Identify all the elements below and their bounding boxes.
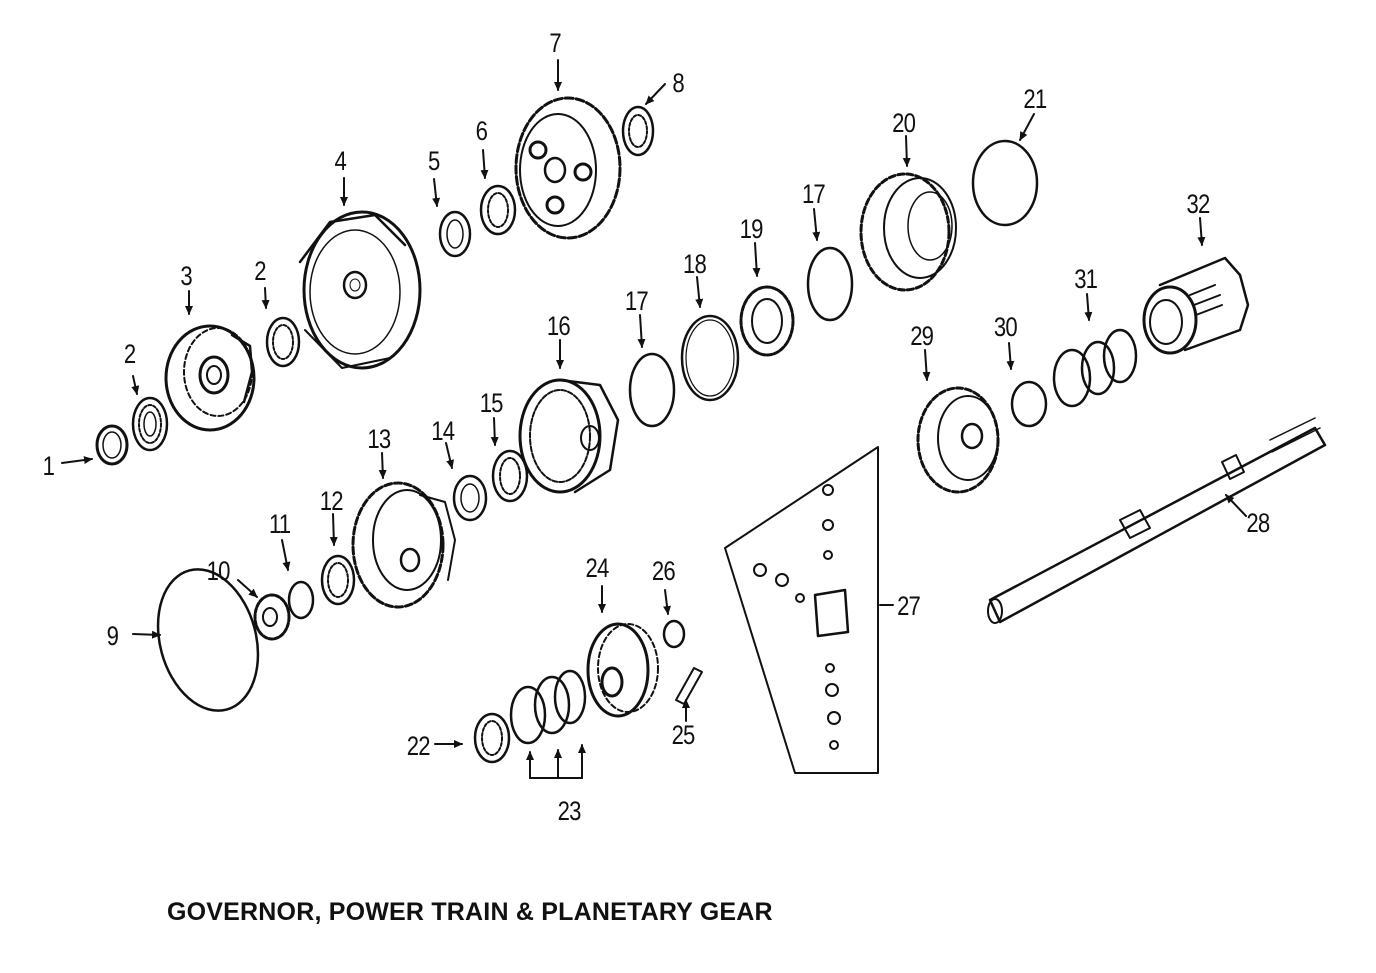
callout-2b: 2 <box>254 257 266 287</box>
callout-28: 28 <box>1246 509 1269 539</box>
callout-24: 24 <box>585 554 608 584</box>
part-22-thrust-bearing <box>473 712 511 764</box>
callout-23: 23 <box>558 797 581 827</box>
diagram-caption: GOVERNOR, POWER TRAIN & PLANETARY GEAR <box>167 898 773 926</box>
callout-26: 26 <box>652 557 675 587</box>
part-28-output-shaft <box>987 417 1327 624</box>
callout-30: 30 <box>994 313 1017 343</box>
callout-17a: 17 <box>625 287 648 317</box>
part-30-ring <box>1010 380 1048 428</box>
callout-5: 5 <box>428 147 440 177</box>
part-29-gear <box>916 386 1000 494</box>
part-24-gear <box>586 622 659 718</box>
part-9-large-snap-ring <box>156 568 260 712</box>
callout-8: 8 <box>672 69 684 99</box>
callout-14: 14 <box>431 417 454 447</box>
part-2-thrust-bearing-left <box>131 396 169 452</box>
part-2-thrust-bearing-middle <box>265 316 301 368</box>
part-13-gear-carrier <box>351 481 456 609</box>
part-25-pin <box>675 667 703 705</box>
part-12-thrust-bearing <box>320 554 356 606</box>
callout-16: 16 <box>547 312 570 342</box>
callout-10: 10 <box>207 557 230 587</box>
part-6-thrust-bearing <box>479 184 517 236</box>
callout-31: 31 <box>1074 265 1097 295</box>
callout-25: 25 <box>672 721 695 751</box>
callout-20: 20 <box>892 109 915 139</box>
part-7-front-carrier <box>514 96 622 240</box>
callout-29: 29 <box>910 322 933 352</box>
callout-6: 6 <box>476 117 488 147</box>
callout-15: 15 <box>480 389 503 419</box>
part-3-gear-assembly <box>164 324 256 432</box>
callout-17b: 17 <box>802 180 825 210</box>
callout-2a: 2 <box>124 340 136 370</box>
part-17-snap-ring-lower <box>628 352 676 428</box>
callout-27: 27 <box>897 592 920 622</box>
part-15-thrust-bearing <box>491 449 529 503</box>
callout-4: 4 <box>335 147 347 177</box>
callout-11: 11 <box>269 510 290 540</box>
callout-13: 13 <box>367 425 390 455</box>
callout-12: 12 <box>320 487 343 517</box>
part-10-small-gear <box>253 593 291 641</box>
callout-1: 1 <box>43 452 55 482</box>
part-5-washer <box>438 210 472 258</box>
callout-32: 32 <box>1187 190 1210 220</box>
part-14-washer <box>452 474 488 522</box>
part-21-ring <box>971 139 1039 227</box>
part-1-snap-ring <box>95 424 129 466</box>
callout-22: 22 <box>407 732 430 762</box>
part-17-snap-ring-upper <box>806 246 854 322</box>
callout-21: 21 <box>1023 85 1046 115</box>
part-4-reaction-shell <box>298 210 422 370</box>
callout-labels: 1 2 2 3 4 5 6 7 8 9 10 11 12 13 14 15 16… <box>43 29 1271 827</box>
callout-9: 9 <box>107 622 119 652</box>
part-20-clutch-drum <box>859 172 957 292</box>
part-26-ring <box>662 619 686 649</box>
part-19-roller-clutch <box>739 285 795 357</box>
part-11-ring <box>287 580 315 620</box>
part-32-governor-body <box>1142 256 1250 355</box>
leader-arrows <box>61 59 1247 779</box>
part-18-ring <box>680 314 740 402</box>
part-27-governor-valve-kit <box>724 446 879 774</box>
part-31-seal-rings <box>1052 328 1138 408</box>
part-16-ring-gear <box>518 378 620 494</box>
callout-18: 18 <box>683 250 706 280</box>
callout-7: 7 <box>549 29 561 59</box>
callout-3: 3 <box>180 262 192 292</box>
part-23-rings <box>509 669 587 745</box>
part-8-thrust-bearing <box>621 105 655 157</box>
callout-19: 19 <box>740 215 763 245</box>
